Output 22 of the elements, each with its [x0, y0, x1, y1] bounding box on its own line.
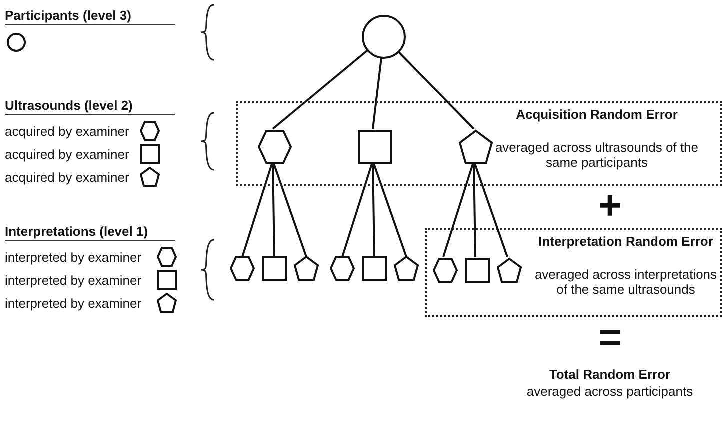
equals-sign: =	[597, 318, 623, 358]
connector-line	[372, 58, 382, 130]
legend-text: interpreted by examiner	[5, 250, 142, 265]
plus-sign: +	[597, 186, 623, 226]
level-heading: Participants (level 3)	[5, 8, 175, 25]
level-heading: Ultrasounds (level 2)	[5, 98, 175, 115]
level-heading: Interpretations (level 1)	[5, 224, 175, 241]
box-heading: Interpretation Random Error	[538, 234, 714, 249]
total-heading: Total Random Error	[548, 367, 672, 382]
box-text: averaged across interpretations of the same ultrasounds	[534, 267, 718, 297]
legend-text: interpreted by examiner	[5, 296, 142, 311]
total-text: averaged across participants	[526, 384, 694, 399]
connector-line	[398, 51, 475, 130]
connector-line	[272, 50, 368, 130]
legend-text: interpreted by examiner	[5, 273, 142, 288]
dotted-box	[425, 228, 722, 317]
box-text: averaged across ultrasounds of the same participants	[494, 140, 700, 170]
legend-text: acquired by examiner	[5, 147, 130, 162]
legend-text: acquired by examiner	[5, 170, 130, 185]
dotted-box	[236, 101, 722, 186]
legend-text: acquired by examiner	[5, 124, 130, 139]
box-heading: Acquisition Random Error	[515, 107, 679, 122]
